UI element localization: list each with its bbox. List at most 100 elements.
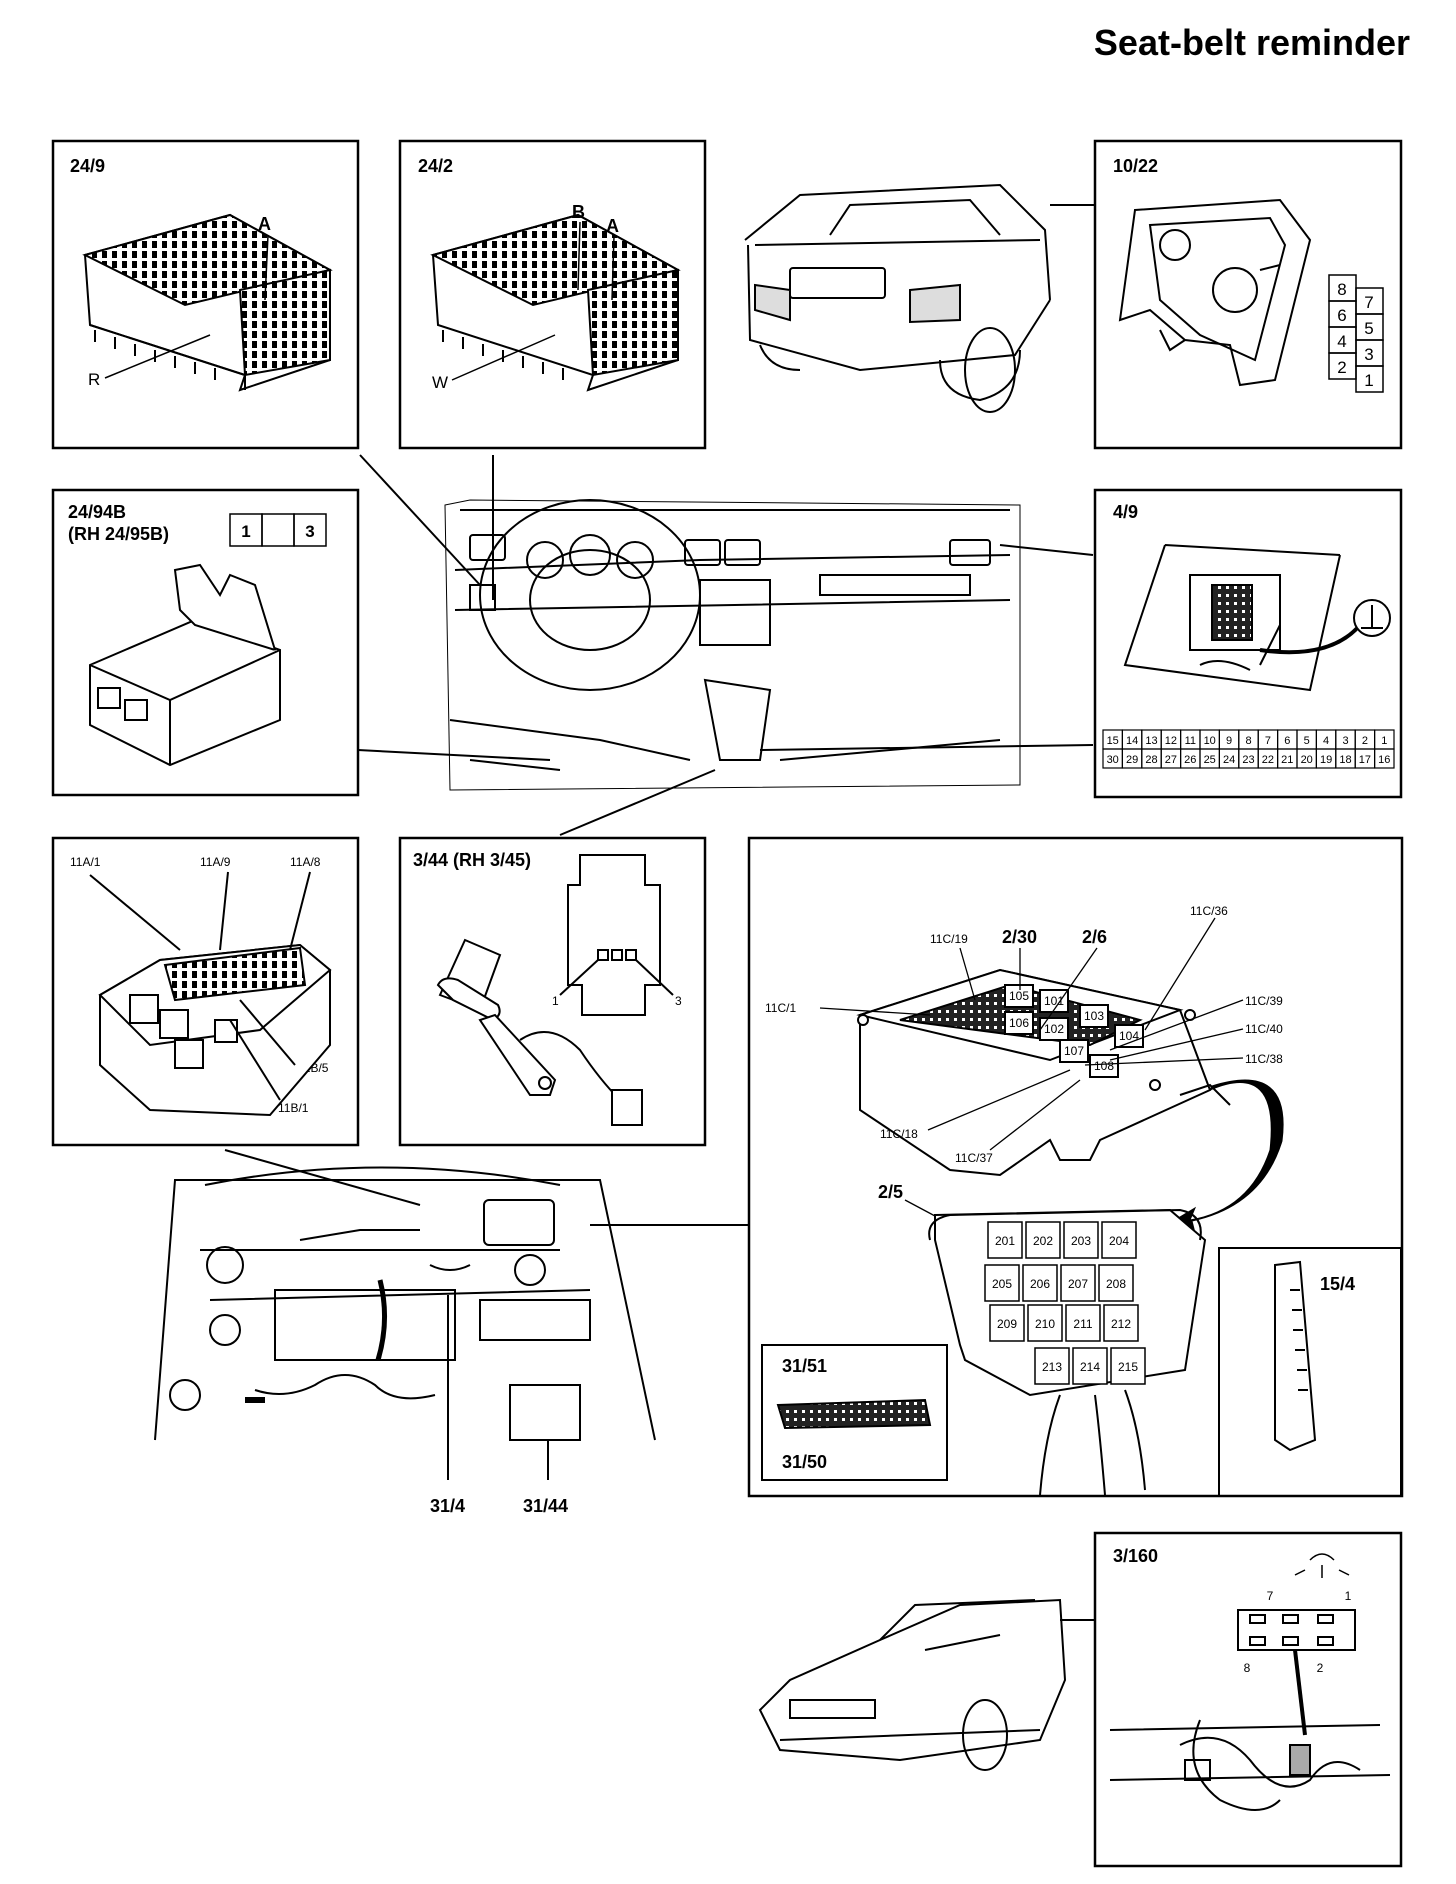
pin-label: 6 [1284,735,1290,747]
connector-block-illustration [430,213,681,392]
pin-label: 1 [1345,1589,1352,1603]
car-rear-illustration [744,183,1095,413]
page-title: Seat-belt reminder [1094,22,1410,63]
relay-slot [1060,1264,1096,1302]
connector-illustration [89,563,281,767]
car-front-illustration [758,1598,1095,1771]
callout: 11C/18 [880,1127,918,1141]
pin-label: 20 [1301,754,1313,766]
callout-a: A [258,214,271,234]
panel-24-9: 24/9 A R [51,139,360,450]
relay-label: 108 [1094,1059,1114,1073]
callout: 2/30 [1002,927,1037,947]
pin-label: 19 [1320,754,1332,766]
pin-grid: 8 7 6 5 4 3 2 1 [1328,274,1384,393]
pin-label: 18 [1339,754,1351,766]
pin-label: 28 [1145,754,1157,766]
seatbelt-buckle-illustration [436,938,643,1126]
pin-label: 8 [1245,735,1251,747]
relay-slot [1110,1347,1146,1385]
relay-label: 214 [1080,1360,1100,1374]
panel-label: 4/9 [1113,502,1138,522]
pin-label: 4 [1323,735,1329,747]
fuse-strip-15-4: 15/4 [1218,1247,1402,1497]
relay-slot [1027,1304,1063,1342]
panel-label: 24/9 [70,156,105,176]
relay-slot [984,1264,1020,1302]
inset-label-top: 31/51 [782,1356,827,1376]
pin-label: 24 [1223,754,1235,766]
inset-label-bottom: 31/50 [782,1452,827,1472]
relay-label: 107 [1064,1044,1084,1058]
callout-31-44: 31/44 [523,1496,568,1516]
relay-slot [1022,1264,1058,1302]
panel-label: 3/44 (RH 3/45) [413,850,531,870]
relay-label: 102 [1044,1022,1064,1036]
relay-slot [1103,1304,1139,1342]
pin-label: 8 [1337,280,1346,299]
lamp-connector [1237,1609,1356,1651]
pin-label: 26 [1184,754,1196,766]
relay-label: 106 [1009,1016,1029,1030]
relay-slot [989,1304,1025,1342]
pin-label: 1 [1381,735,1387,747]
light-icon [1294,1553,1350,1578]
callout: 11C/40 [1245,1022,1283,1036]
relay-label: 202 [1033,1234,1053,1248]
pin-label: 9 [1226,735,1232,747]
callout: 11C/19 [930,932,968,946]
pin-label: 16 [1378,754,1390,766]
relay-label: 201 [995,1234,1015,1248]
pin-label: 2 [1362,735,1368,747]
panel-10-22: 10/22 8 7 6 5 4 3 2 1 [1093,139,1403,450]
pin-label: 6 [1337,306,1346,325]
callout: 11C/38 [1245,1052,1283,1066]
connector-block-illustration [82,213,333,392]
ground-symbol-icon [1353,599,1391,637]
relay-slot [1098,1264,1134,1302]
panel-label: 3/160 [1113,1546,1158,1566]
pin-label: 12 [1165,735,1177,747]
pin-label: 27 [1165,754,1177,766]
pin-label: 11 [1185,735,1196,747]
pin-label: 21 [1281,754,1293,766]
pin-label: 3 [1364,345,1373,364]
pin-label: 30 [1107,754,1119,766]
relay-label: 206 [1030,1277,1050,1291]
pin-1-label: 1 [552,994,559,1008]
pin-label: 7 [1267,1589,1274,1603]
connector-face [559,854,674,1016]
panel-3-44: 3/44 (RH 3/45) 1 3 [398,836,707,1147]
relay-label: 212 [1111,1317,1131,1331]
pin-label: 7 [1265,735,1271,747]
callout-11a-9: 11A/9 [200,855,231,869]
relay-label: 101 [1044,994,1064,1008]
relay-slot [1034,1347,1070,1385]
pin-label: 5 [1364,319,1373,338]
relay-label: 204 [1109,1234,1129,1248]
pin-label: 29 [1126,754,1138,766]
relay-label: 210 [1035,1317,1055,1331]
callouts: 11C/19 2/30 2/6 11C/36 11C/1 11C/39 11C/… [765,904,1283,1165]
dashboard-illustration [357,454,1094,836]
switch-illustration [1123,544,1362,692]
panel-central-electronic-module: 105 101 102 106 103 107 104 108 11C/19 2… [747,836,1404,1498]
pin-label: 7 [1364,293,1373,312]
relay-label: 207 [1068,1277,1088,1291]
panel-3-160: 3/160 7 1 8 2 [1093,1531,1403,1868]
callout-2-5: 2/5 [878,1182,903,1202]
callout-11b-1: 11B/1 [278,1101,309,1115]
inset-31-51: 31/51 31/50 [761,1344,948,1481]
panel-label: 10/22 [1113,156,1158,176]
relay-label: 208 [1106,1277,1126,1291]
panel-label: 24/2 [418,156,453,176]
pin-label: 14 [1126,735,1138,747]
pin-label: 23 [1242,754,1254,766]
lamp-housing-illustration [1118,198,1312,387]
relay-label: 215 [1118,1360,1138,1374]
fuse-box-illustration [856,968,1231,1177]
callout-w: W [432,373,448,392]
flip-arrow-icon [1168,1079,1284,1234]
relay-label: 211 [1073,1317,1092,1331]
